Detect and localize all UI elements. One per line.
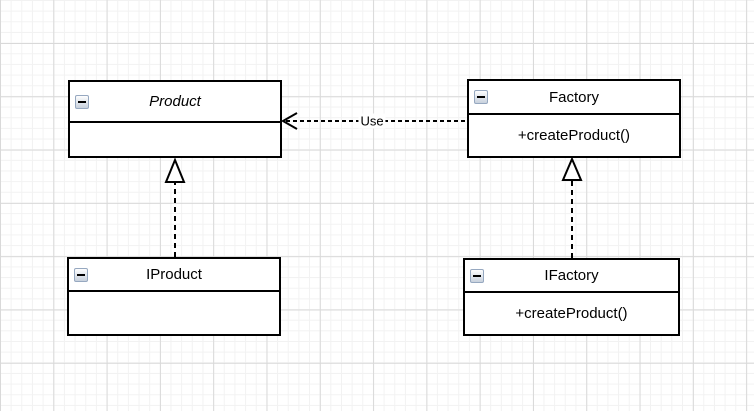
collapse-icon[interactable] [75,94,89,109]
class-box-factory[interactable]: Factory +createProduct() [467,79,681,158]
class-method: +createProduct() [515,305,628,322]
class-box-ifactory[interactable]: IFactory +createProduct() [463,258,680,336]
collapse-icon[interactable] [470,268,484,283]
realization-edge-iproduct[interactable] [164,157,186,257]
class-title-row: IProduct [69,259,279,292]
class-title: Factory [548,88,599,106]
class-title: IFactory [544,267,599,284]
class-title-row: IFactory [465,260,678,293]
class-body-empty [70,123,280,156]
class-body-empty [69,292,279,334]
open-arrowhead-icon [280,112,298,130]
hollow-triangle-arrowhead-icon [561,156,583,181]
dependency-edge-use[interactable] [280,112,465,130]
class-title-row: Product [70,82,280,123]
edge-label-use[interactable]: Use [358,113,386,129]
class-title-row: Factory [469,81,679,115]
realization-edge-ifactory[interactable] [561,156,583,258]
class-title: IProduct [146,266,202,283]
class-box-product[interactable]: Product [68,80,282,158]
class-box-iproduct[interactable]: IProduct [67,257,281,336]
collapse-icon[interactable] [74,267,88,282]
hollow-triangle-arrowhead-icon [164,157,186,183]
collapse-icon[interactable] [474,90,488,104]
class-method: +createProduct() [517,127,631,144]
class-title: Product [149,93,201,110]
